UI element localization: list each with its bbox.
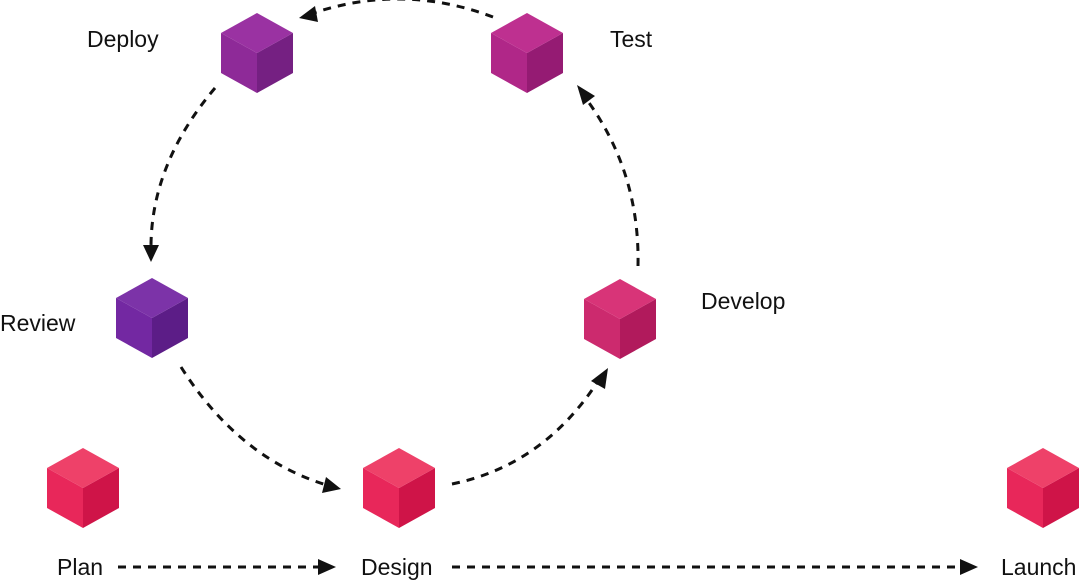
cube-face-top xyxy=(1007,448,1079,488)
stage-label-plan: Plan xyxy=(57,554,103,580)
arrowhead-test-to-deploy xyxy=(299,6,318,22)
cube-launch xyxy=(1007,448,1079,528)
stage-label-design: Design xyxy=(361,554,433,580)
cube-face-top xyxy=(116,278,188,318)
cube-review xyxy=(116,278,188,358)
arrowhead-develop-to-test xyxy=(577,85,595,105)
arrowhead-design-to-develop xyxy=(591,368,608,389)
cube-face-top xyxy=(363,448,435,488)
stage-label-review: Review xyxy=(0,310,76,336)
arrowhead-deploy-to-review xyxy=(143,245,159,262)
arrowhead-review-to-design xyxy=(322,477,341,493)
cube-face-top xyxy=(47,448,119,488)
cube-face-top xyxy=(584,279,656,319)
arrow-develop-to-test xyxy=(582,95,640,267)
cube-face-top xyxy=(491,13,563,53)
arrowhead-plan-to-design xyxy=(318,559,336,575)
arrow-review-to-design xyxy=(179,366,331,488)
cube-plan xyxy=(47,448,119,528)
cube-test xyxy=(491,13,563,93)
stage-label-test: Test xyxy=(610,26,653,52)
arrowhead-design-to-launch xyxy=(960,559,978,575)
cube-deploy xyxy=(221,13,293,93)
arrow-test-to-deploy xyxy=(307,0,494,19)
arrow-design-to-develop xyxy=(451,377,602,486)
stage-label-develop: Develop xyxy=(701,288,785,314)
stage-label-deploy: Deploy xyxy=(87,26,159,52)
arrow-deploy-to-review xyxy=(149,87,217,251)
cube-face-top xyxy=(221,13,293,53)
stage-label-launch: Launch xyxy=(1001,554,1076,580)
cube-develop xyxy=(584,279,656,359)
cube-design xyxy=(363,448,435,528)
